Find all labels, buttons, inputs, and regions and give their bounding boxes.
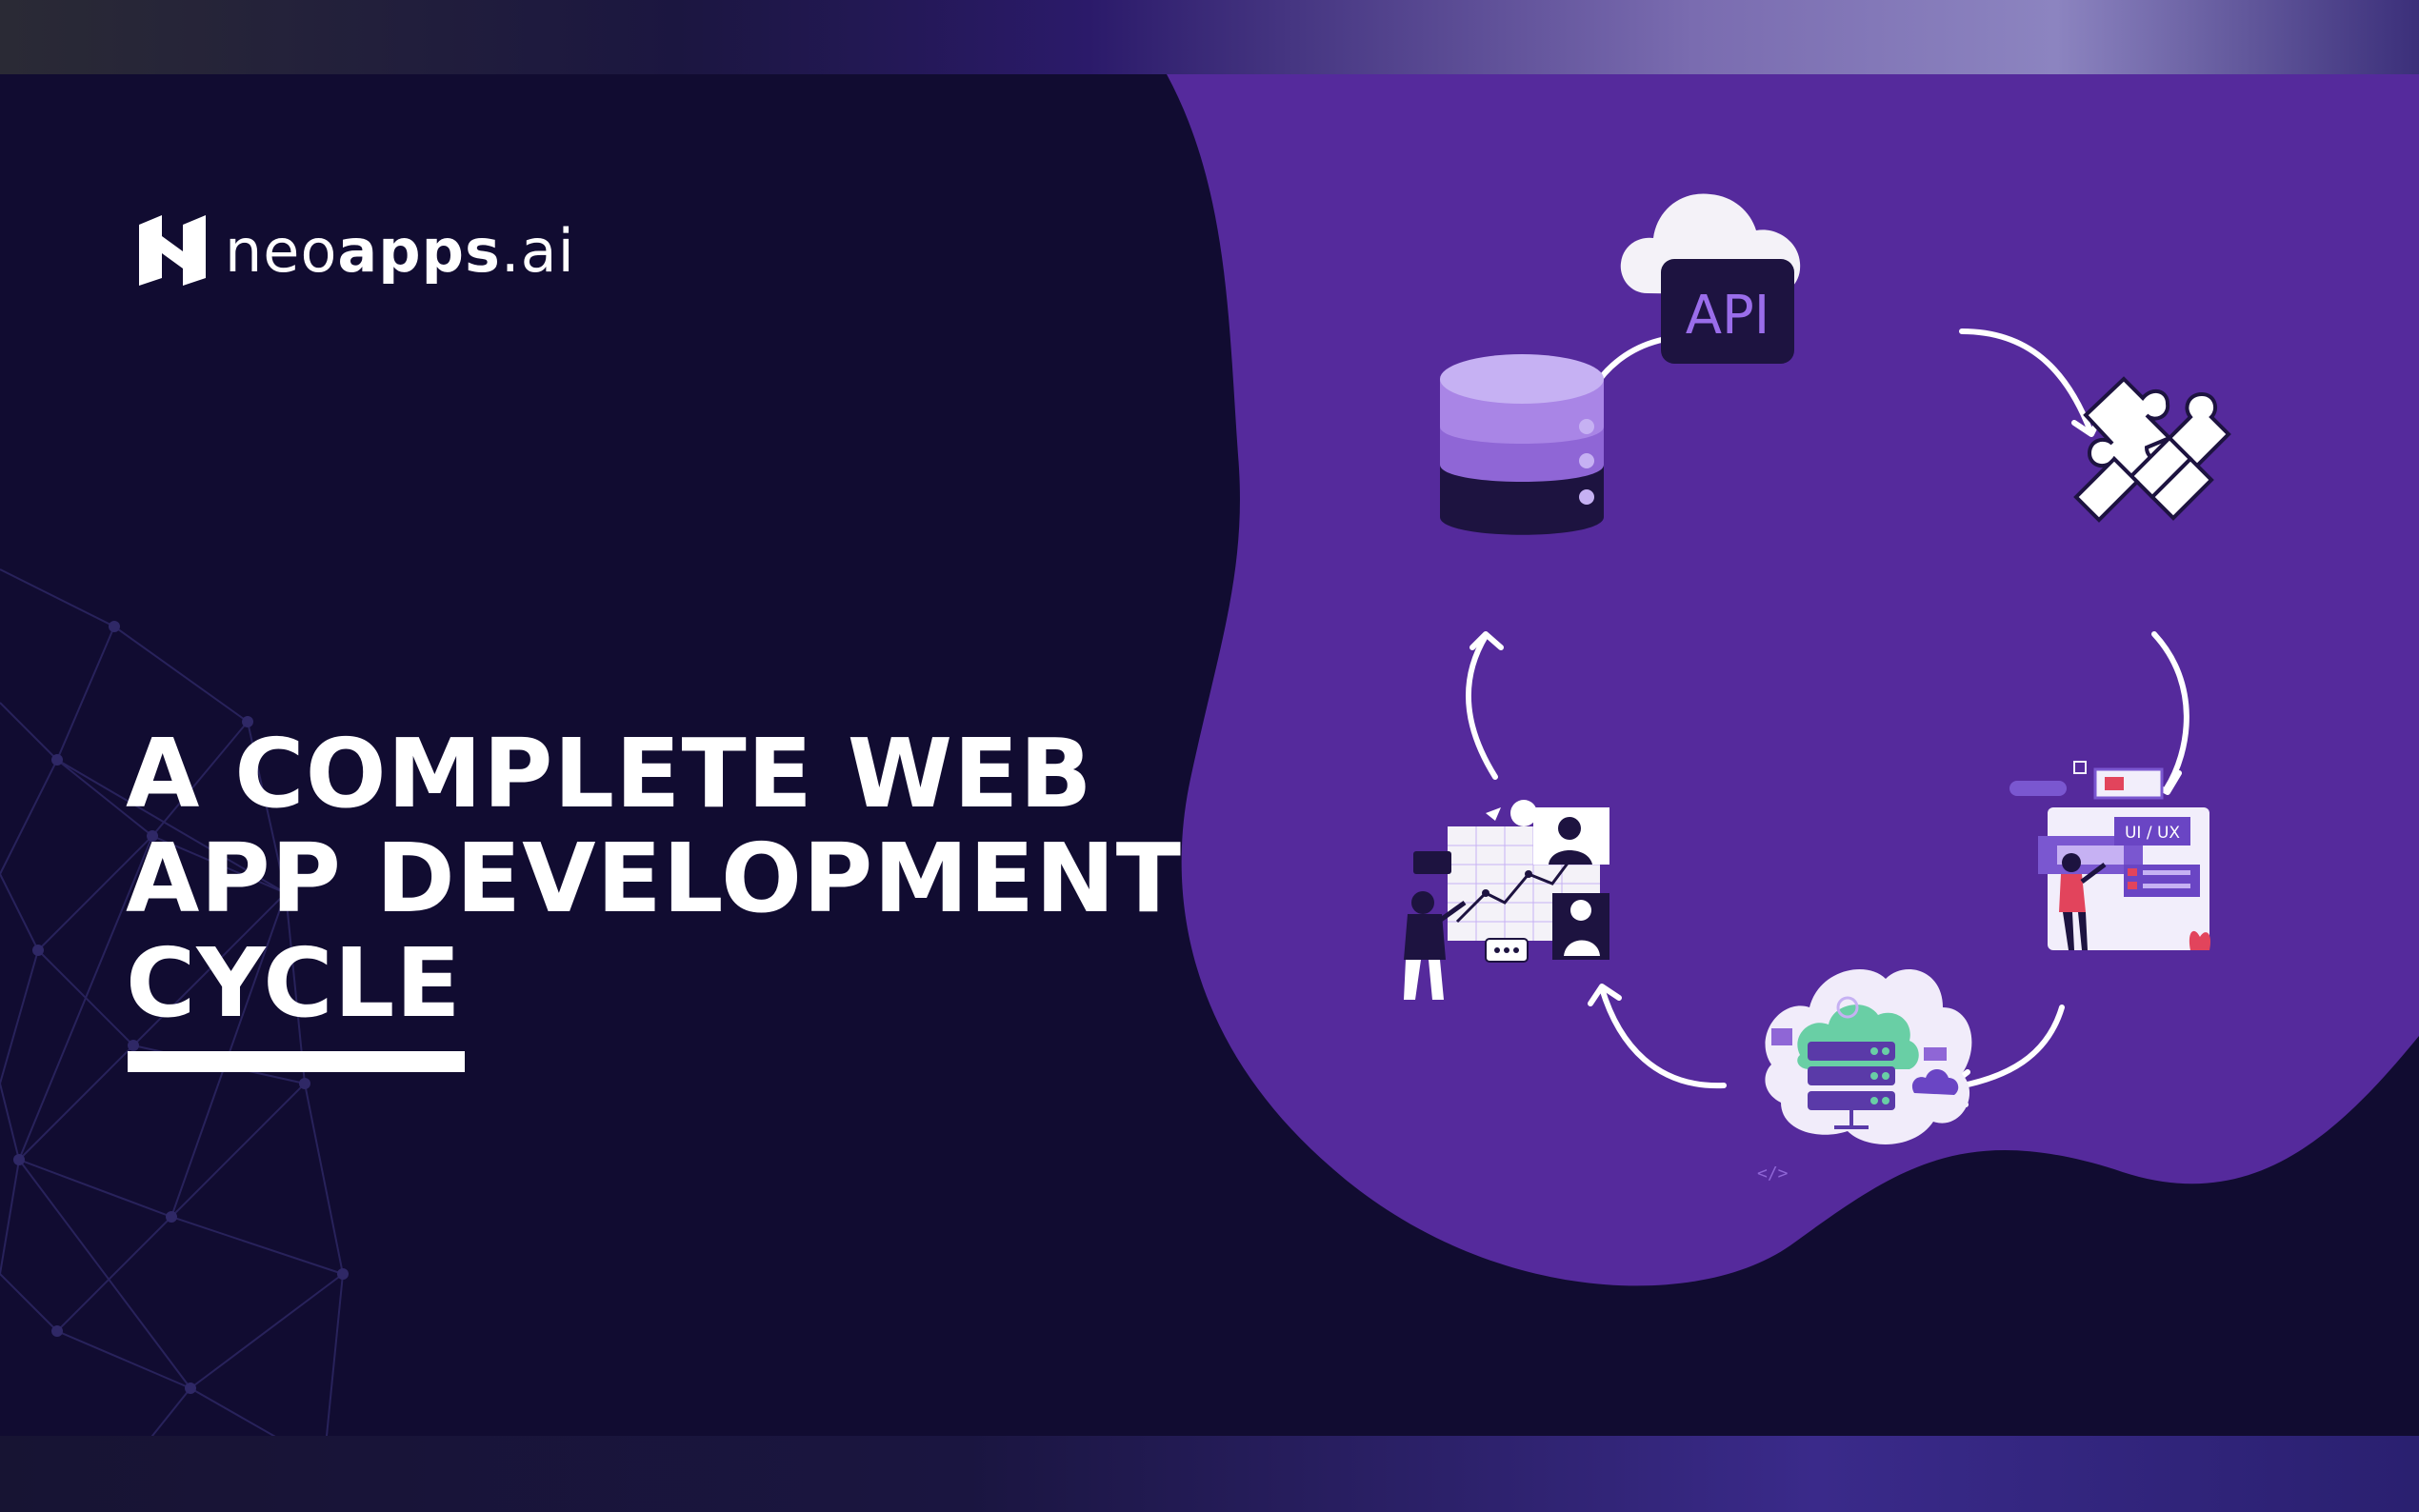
database-icon — [1440, 354, 1604, 535]
cycle-arrow-icon — [1599, 985, 1727, 1089]
svg-text:UI / UX: UI / UX — [2125, 824, 2180, 843]
banner: neoapps.ai A COMPLETE WEB APP DEVELOPMEN… — [0, 74, 2419, 1436]
uiux-design-illustration: UI / UX — [2009, 761, 2211, 950]
cycle-arrow-icon — [1465, 633, 1498, 780]
cloud-server-illustration: </> — [1757, 969, 1972, 1184]
puzzle-icon — [2073, 376, 2231, 523]
development-cycle-diagram: API UI / UX — [1404, 193, 2231, 1184]
cycle-arrow-icon — [1959, 328, 2093, 434]
title-underline — [128, 1051, 465, 1072]
svg-text:</>: </> — [1757, 1164, 1789, 1184]
analytics-team-illustration — [1404, 800, 1609, 1000]
cloud-api-icon: API — [1620, 193, 1801, 364]
brand-name: neoapps.ai — [225, 215, 575, 286]
top-letterbox-bar — [0, 0, 2419, 74]
title-line-3: CYCLE — [126, 927, 462, 1039]
network-mesh-decoration — [0, 568, 349, 1436]
svg-text:API: API — [1686, 285, 1770, 347]
page-title: A COMPLETE WEB APP DEVELOPMENT CYCLE — [126, 718, 1182, 1039]
neoapps-logo-icon — [139, 215, 206, 286]
title-line-2: APP DEVELOPMENT — [126, 823, 1182, 934]
brand-logo[interactable]: neoapps.ai — [133, 208, 575, 293]
bottom-letterbox-bar — [0, 1436, 2419, 1512]
title-line-1: A COMPLETE WEB — [126, 718, 1093, 829]
cycle-arrow-icon — [2151, 631, 2189, 791]
